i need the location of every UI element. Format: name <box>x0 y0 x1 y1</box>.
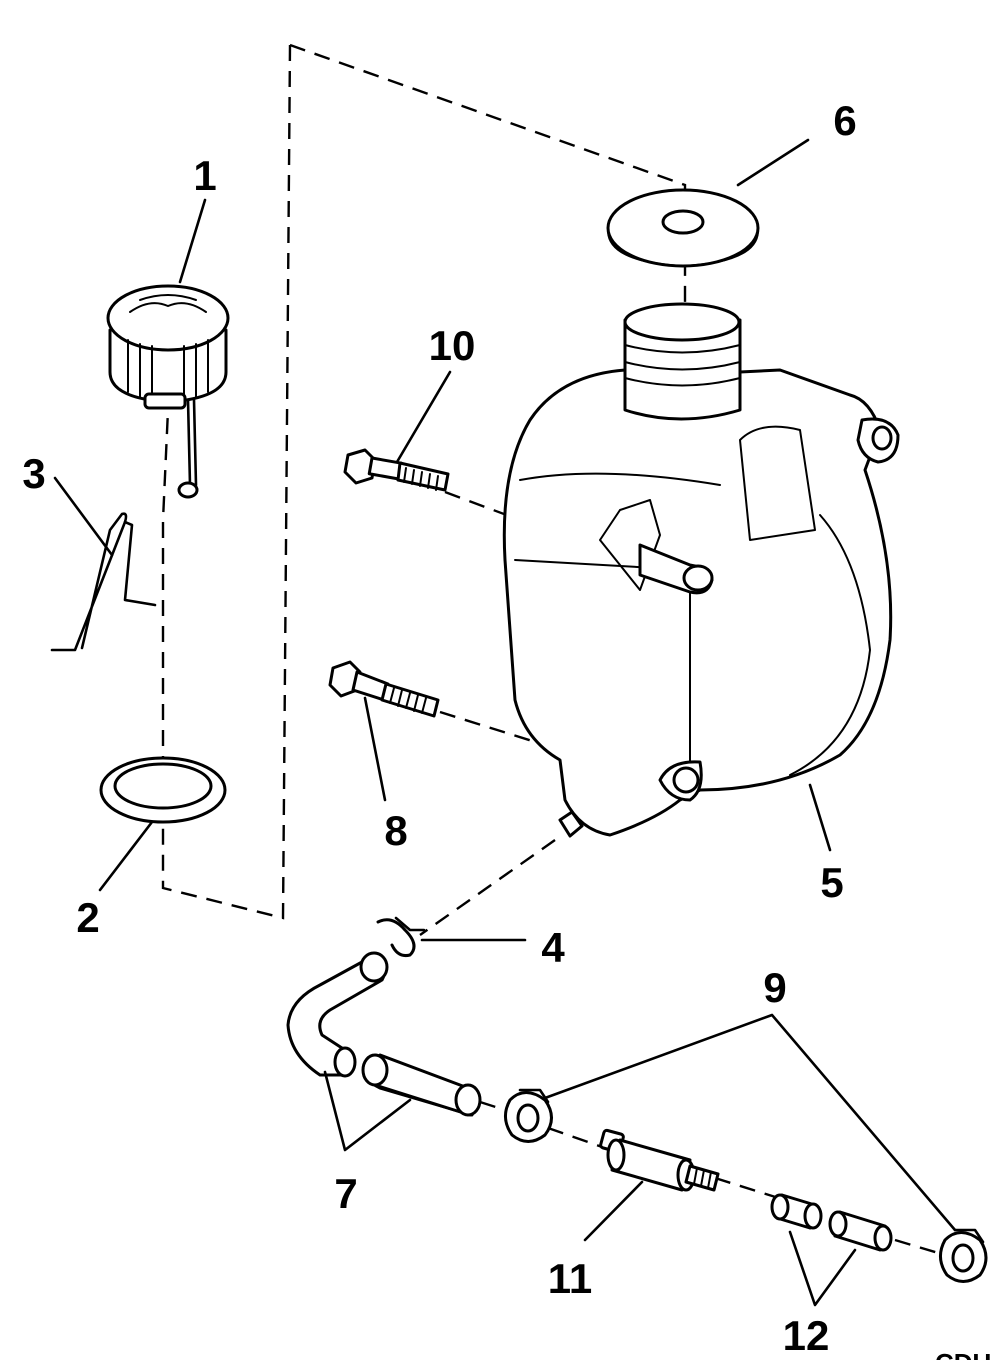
bolt-upper-part <box>343 448 450 492</box>
hose-clamp-part <box>376 916 426 957</box>
callout-10: 10 <box>429 322 476 369</box>
callout-labels: 1 2 3 4 5 6 7 8 9 10 11 12 <box>22 97 856 1359</box>
cotter-pin-part <box>50 512 157 652</box>
washer-part <box>606 188 760 268</box>
callout-8: 8 <box>384 807 407 854</box>
fitting-part <box>599 1128 720 1192</box>
clamp-left-part <box>504 1088 553 1143</box>
callout-5: 5 <box>820 859 843 906</box>
filler-cap-part <box>106 284 230 499</box>
clamp-right-part <box>939 1228 988 1283</box>
assembly-guide-lines <box>161 43 946 1257</box>
callout-1: 1 <box>193 152 216 199</box>
gasket-part <box>99 756 227 824</box>
callout-12: 12 <box>783 1312 830 1359</box>
leader-lines <box>53 138 957 1307</box>
hose-sleeves-part <box>770 1193 893 1252</box>
figure-reference-code: CDU <box>935 1348 991 1360</box>
callout-11: 11 <box>548 1255 592 1302</box>
callout-4: 4 <box>541 924 565 971</box>
callout-9: 9 <box>763 964 786 1011</box>
bolt-lower-part <box>328 660 440 718</box>
callout-7: 7 <box>334 1170 357 1217</box>
callout-2: 2 <box>76 894 99 941</box>
callout-3: 3 <box>22 450 45 497</box>
callout-6: 6 <box>833 97 856 144</box>
hose-part <box>286 951 482 1117</box>
oil-tank-part <box>502 302 900 838</box>
